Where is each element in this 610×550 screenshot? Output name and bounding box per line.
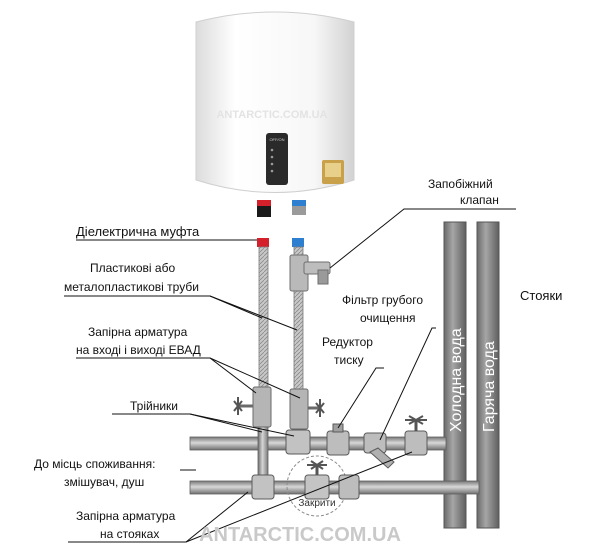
control-panel: OFF/ON [266,133,288,185]
watermark-top: ANTARCTIC.COM.UA [216,109,327,121]
riser-label-cold-water: Холодна вода [448,328,465,432]
warranty-badge-icon [322,160,344,184]
label-closed: Закрити [298,498,335,509]
cold-pipe-marker [292,238,304,247]
control-button-icon [270,155,274,159]
label-filter-line2: очищення [360,311,416,325]
label-tees: Трійники [130,399,178,413]
label-group-riser-shutoff: Запірна арматура на стояках [68,451,413,543]
label-pipes-line2: металопластикові труби [64,280,199,294]
label-reducer-line1: Редуктор [322,335,373,349]
riser-label-hot-water: Гаряча вода [481,341,498,432]
hot-shutoff-valve [233,386,272,428]
label-shutoff-heater-line1: Запірна арматура [88,325,188,339]
label-riser-shutoff-line2: на стояках [100,527,159,541]
heater-outlets [257,200,306,217]
hot-water-riser: Гаряча вода [476,221,500,529]
label-group-shutoff-heater: Запірна арматура на вході і виході ЕВАД [76,325,301,399]
label-risers: Стояки [520,288,562,303]
label-group-consumers: До місць споживання: змішувач, душ [34,457,196,489]
cold-riser-shutoff-valve [404,415,428,456]
tee-fitting-hot [251,474,275,500]
label-pipes-line1: Пластикові або [90,261,175,275]
label-dielectric-coupling: Діелектрична муфта [76,224,200,239]
closed-bypass-valve: Закрити [286,455,348,517]
label-safety-valve-line2: клапан [460,193,499,207]
control-panel-display: OFF/ON [269,137,284,142]
cold-water-riser: Холодна вода [443,221,467,529]
control-button-icon [270,148,274,152]
label-group-filter: Фільтр грубого очищення [342,293,436,441]
tee-fitting-cold [285,429,311,455]
hot-riser-shutoff-valve [338,474,360,500]
water-heater-tank: ANTARCTIC.COM.UA OFF/ON [195,11,355,193]
label-reducer-line2: тиску [334,353,364,367]
cold-shutoff-valve [289,388,325,430]
safety-valve [289,254,331,292]
control-button-icon [270,169,274,173]
watermark-bottom: ANTARCTIC.COM.UA [199,524,401,546]
hot-pipe-marker [257,238,269,247]
label-riser-shutoff-line1: Запірна арматура [76,509,176,523]
label-consumers-line1: До місць споживання: [34,457,155,471]
hot-outlet-marker [257,200,271,206]
label-safety-valve-line1: Запобіжний [428,177,493,191]
label-group-safety-valve: Запобіжний клапан [329,177,516,269]
label-shutoff-heater-line2: на вході і виході ЕВАД [76,343,201,357]
label-consumers-line2: змішувач, душ [64,475,144,489]
pressure-reducer [326,423,350,456]
label-filter-line1: Фільтр грубого [342,293,423,307]
label-group-tees: Трійники [112,399,295,437]
control-button-icon [270,162,274,166]
label-group-pipes: Пластикові або металопластикові труби [64,261,298,331]
label-group-reducer: Редуктор тиску [322,335,384,429]
cold-inlet-marker [292,200,306,206]
